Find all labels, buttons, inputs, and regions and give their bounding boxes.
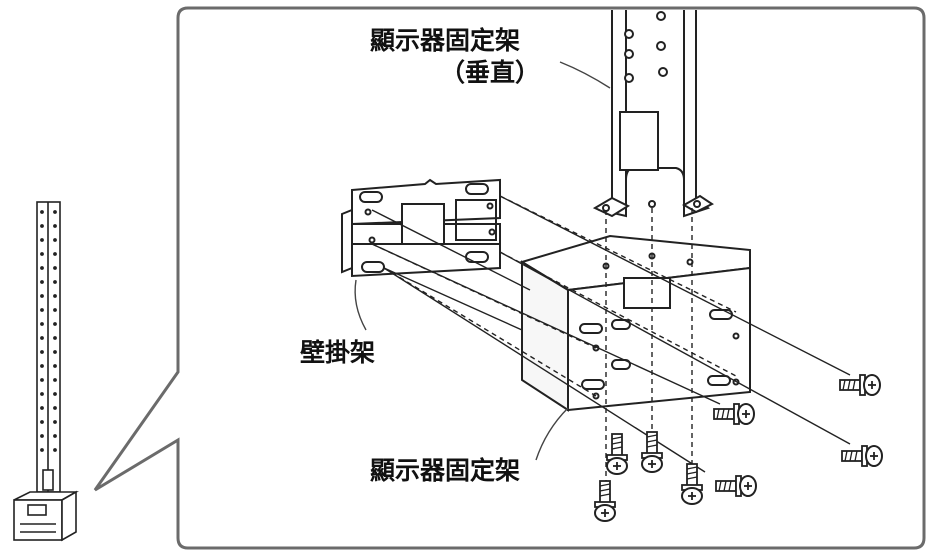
- vertical-bracket-label-sub: （垂直）: [440, 58, 541, 87]
- display-bracket-label: 顯示器固定架: [370, 456, 521, 485]
- vertical-bracket-label: 顯示器固定架: [370, 26, 521, 55]
- alignment-lines: [371, 195, 737, 480]
- leader-lines: [354, 61, 611, 461]
- wall-bracket-label: 壁掛架: [300, 338, 376, 367]
- vertical-display-bracket: [592, 10, 714, 218]
- overview-figure: [13, 201, 80, 542]
- wall-bracket: [341, 178, 501, 278]
